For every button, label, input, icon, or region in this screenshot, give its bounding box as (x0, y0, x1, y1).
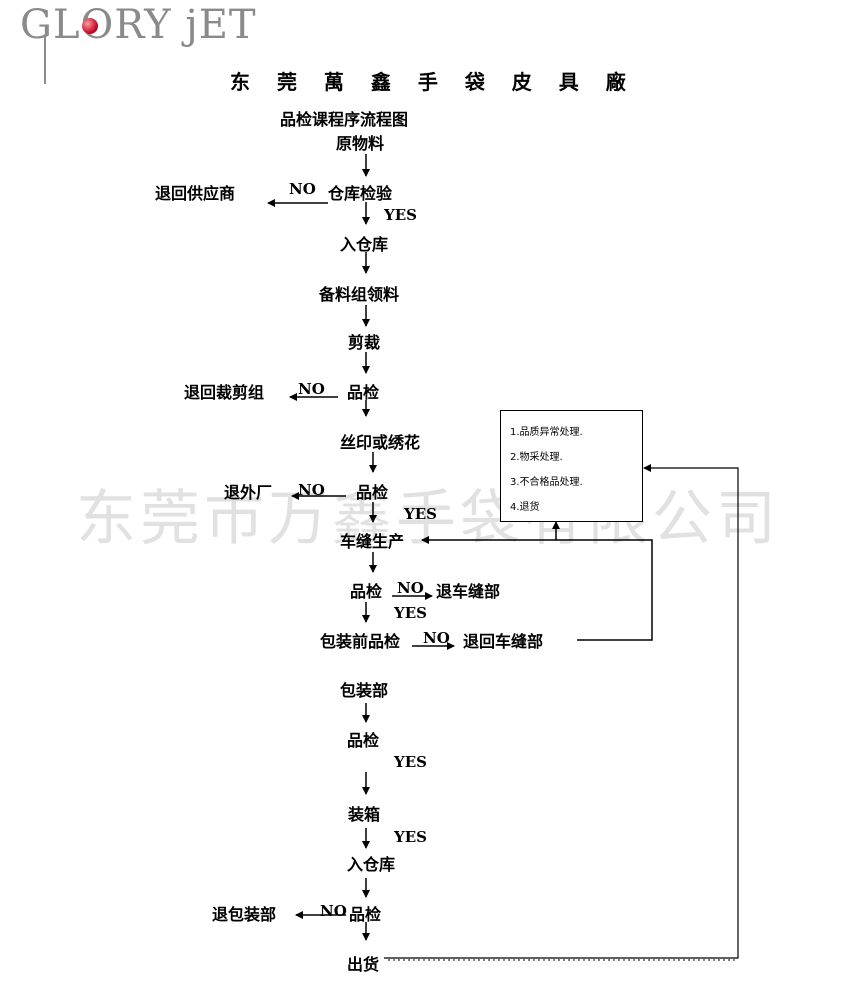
node-qc-4: 品检 (347, 731, 380, 750)
note-item: 3.不合格品处理. (510, 477, 583, 488)
return-loop-line (384, 464, 739, 959)
label-yes: YES (404, 505, 437, 523)
node-return-cutting: 退回裁剪组 (184, 383, 265, 402)
node-boxing: 装箱 (348, 805, 381, 824)
label-yes: YES (394, 828, 427, 846)
label-yes: YES (394, 753, 427, 771)
node-prepack-qc: 包装前品检 (320, 632, 401, 651)
node-return-supplier: 退回供应商 (155, 184, 236, 203)
note-item: 2.物采处理. (510, 452, 563, 463)
label-yes: YES (384, 206, 417, 224)
logo-red-dot-icon (82, 18, 98, 34)
label-no: NO (423, 629, 450, 647)
label-no: NO (289, 180, 316, 198)
company-logo: GLORY jET (20, 2, 257, 48)
node-warehouse-in: 入仓库 (340, 235, 389, 254)
chart-title: 品检课程序流程图 (280, 110, 409, 129)
node-warehouse-in-2: 入仓库 (347, 855, 396, 874)
label-no: NO (397, 579, 424, 597)
label-no: NO (298, 380, 325, 398)
node-material-pick: 备料组领料 (319, 285, 400, 304)
exception-handling-box: 1.品质异常处理. 2.物采处理. 3.不合格品处理. 4.退货 (500, 410, 643, 522)
label-yes: YES (394, 604, 427, 622)
node-return-sewing: 退车缝部 (436, 582, 501, 601)
node-shipping: 出货 (347, 955, 380, 974)
node-qc-5: 品检 (349, 905, 382, 924)
label-no: NO (320, 902, 347, 920)
node-return-packing: 退包装部 (212, 905, 277, 924)
logo-stem (44, 36, 46, 84)
note-item: 1.品质异常处理. (510, 427, 583, 438)
node-print-embroider: 丝印或绣花 (340, 433, 421, 452)
node-warehouse-inspection: 仓库检验 (328, 184, 393, 203)
note-item: 4.退货 (510, 502, 540, 513)
label-no: NO (298, 481, 325, 499)
node-qc-2: 品检 (356, 483, 389, 502)
feedback-line (421, 536, 653, 641)
company-name: 东 莞 萬 鑫 手 袋 皮 具 廠 (230, 70, 636, 94)
node-qc-1: 品检 (347, 383, 380, 402)
node-cutting: 剪裁 (348, 333, 381, 352)
node-qc-3: 品检 (350, 582, 383, 601)
node-packing-dept: 包装部 (340, 681, 389, 700)
node-return-sewing-2: 退回车缝部 (463, 632, 544, 651)
node-return-outsource: 退外厂 (224, 483, 273, 502)
node-sewing: 车缝生产 (340, 532, 405, 551)
node-raw-material: 原物料 (336, 134, 385, 153)
